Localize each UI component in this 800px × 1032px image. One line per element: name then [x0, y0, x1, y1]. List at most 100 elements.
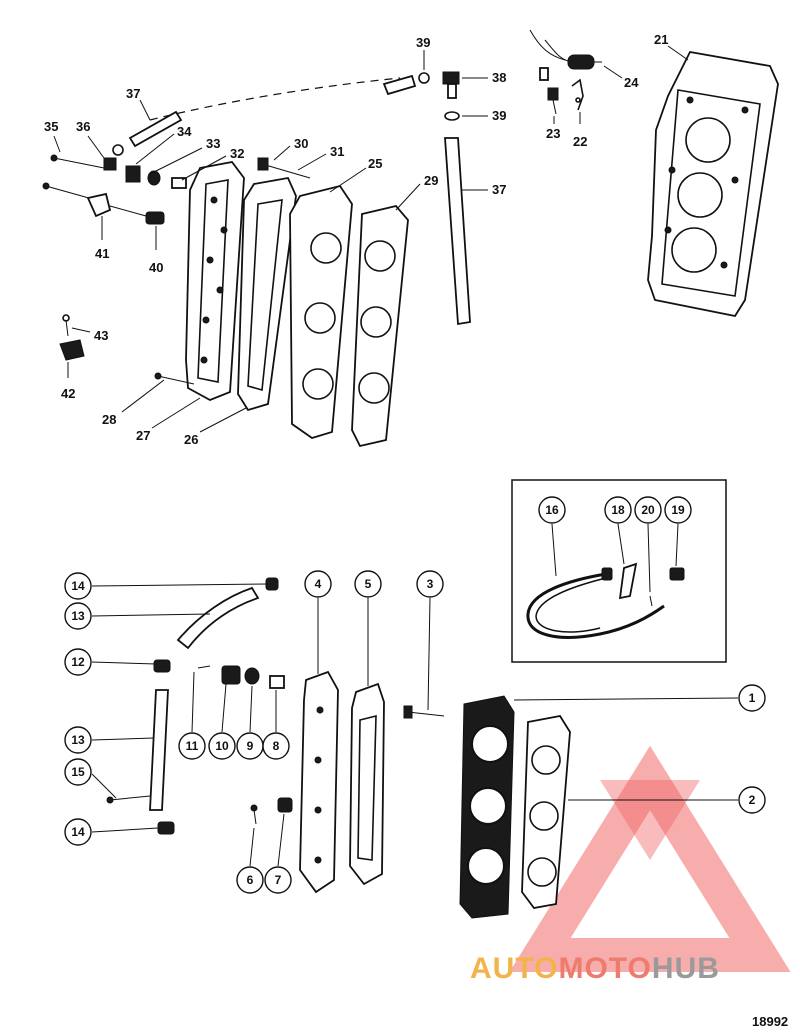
callout-39-mid: 39 — [492, 108, 506, 123]
svg-text:13: 13 — [71, 733, 85, 747]
callout-circle-1: 1 — [738, 684, 766, 712]
fitting-7 — [277, 797, 293, 813]
plate-18 — [618, 562, 638, 600]
gasket-2 — [521, 715, 571, 909]
fitting-8 — [269, 675, 285, 689]
callout-40: 40 — [149, 260, 163, 275]
callout-31: 31 — [330, 144, 344, 159]
callout-circle-4: 4 — [304, 570, 332, 598]
svg-text:1: 1 — [749, 691, 756, 705]
logo-triangle-shape — [509, 745, 791, 972]
svg-text:13: 13 — [71, 609, 85, 623]
temperature-sender — [529, 29, 602, 81]
svg-text:6: 6 — [247, 873, 254, 887]
svg-text:3: 3 — [427, 577, 434, 591]
callout-28: 28 — [102, 412, 116, 427]
svg-text:14: 14 — [71, 579, 85, 593]
exhaust-cover-1 — [459, 695, 515, 919]
callout-21: 21 — [654, 32, 668, 47]
seat-9 — [244, 667, 260, 685]
circle-callouts: 14 13 12 13 15 14 11 10 9 8 4 5 3 6 7 1 … — [64, 496, 766, 894]
connector-19 — [669, 567, 685, 581]
fitting-36 — [103, 157, 117, 171]
callout-37-long: 37 — [492, 182, 506, 197]
callout-41: 41 — [95, 246, 109, 261]
cover-plate — [185, 161, 245, 401]
upper-callout-leaders — [53, 45, 689, 433]
callout-42: 42 — [61, 386, 75, 401]
callout-circle-16: 16 — [538, 496, 566, 524]
callout-circle-10: 10 — [208, 732, 236, 760]
plate-5 — [349, 682, 385, 886]
svg-text:19: 19 — [671, 503, 685, 517]
callout-36: 36 — [76, 119, 90, 134]
callout-22: 22 — [573, 134, 587, 149]
hose-13-lower — [149, 689, 169, 811]
callout-circle-12: 12 — [64, 648, 92, 676]
svg-text:10: 10 — [215, 739, 229, 753]
svg-text:9: 9 — [247, 739, 254, 753]
cover-gasket — [237, 176, 297, 412]
callout-circle-5: 5 — [354, 570, 382, 598]
callout-43: 43 — [94, 328, 108, 343]
svg-text:15: 15 — [71, 765, 85, 779]
screw-6 — [250, 804, 258, 825]
callout-circle-20: 20 — [634, 496, 662, 524]
callout-circle-19: 19 — [664, 496, 692, 524]
callout-34: 34 — [177, 124, 192, 139]
callout-39-top: 39 — [416, 35, 430, 50]
svg-text:18: 18 — [611, 503, 625, 517]
callout-circle-6: 6 — [236, 866, 264, 894]
inset-leaders — [551, 523, 679, 593]
callout-38: 38 — [492, 70, 506, 85]
svg-text:4: 4 — [315, 577, 322, 591]
svg-text:AUTOMOTOHUB: AUTOMOTOHUB — [470, 952, 720, 985]
clip-22 — [571, 78, 584, 111]
bolt-30-31 — [257, 157, 311, 179]
hose-39-top — [382, 74, 417, 96]
elbow-fitting-38 — [442, 71, 460, 99]
callout-25: 25 — [368, 156, 382, 171]
fitting-32 — [171, 177, 187, 189]
svg-text:20: 20 — [641, 503, 655, 517]
watermark-moto: MOTO — [558, 952, 651, 985]
callout-35: 35 — [44, 119, 58, 134]
bolt-35 — [50, 154, 105, 169]
head-gasket — [351, 204, 409, 448]
rod-41 — [42, 182, 112, 218]
callout-24: 24 — [624, 75, 639, 90]
fitting-12 — [153, 659, 171, 673]
block-42 — [59, 339, 85, 361]
hose-37-short — [128, 110, 183, 148]
screw-43 — [62, 314, 70, 337]
gasket-4 — [299, 670, 339, 894]
callout-circle-2: 2 — [738, 786, 766, 814]
callout-30: 30 — [294, 136, 308, 151]
callout-32: 32 — [230, 146, 244, 161]
callout-23: 23 — [546, 126, 560, 141]
callout-circle-15: 15 — [64, 758, 92, 786]
callout-37-short: 37 — [126, 86, 140, 101]
figure-number: 18992 — [752, 1014, 788, 1029]
callout-27: 27 — [136, 428, 150, 443]
callout-circle-14-bottom: 14 — [64, 818, 92, 846]
cylinder-block — [647, 50, 779, 318]
hose-37-long — [444, 137, 471, 326]
fitting-14-bottom — [157, 821, 175, 835]
watermark-wordmark: AUTOMOTOHUB — [470, 952, 720, 985]
upper-callouts: 21 24 23 22 39 38 39 37 37 35 36 34 33 3… — [44, 32, 668, 447]
hose-13-upper — [176, 586, 260, 650]
callout-circle-3: 3 — [416, 570, 444, 598]
callout-circle-13-bottom: 13 — [64, 726, 92, 754]
hose-route-dashed — [149, 77, 401, 121]
bolt-28 — [154, 372, 195, 385]
callout-circle-7: 7 — [264, 866, 292, 894]
svg-text:11: 11 — [186, 739, 199, 753]
callout-33: 33 — [206, 136, 220, 151]
svg-text:5: 5 — [365, 577, 372, 591]
callout-circle-14-top: 14 — [64, 572, 92, 600]
wiring-inset-box — [511, 479, 727, 663]
callout-circle-9: 9 — [236, 732, 264, 760]
callout-circle-13-top: 13 — [64, 602, 92, 630]
